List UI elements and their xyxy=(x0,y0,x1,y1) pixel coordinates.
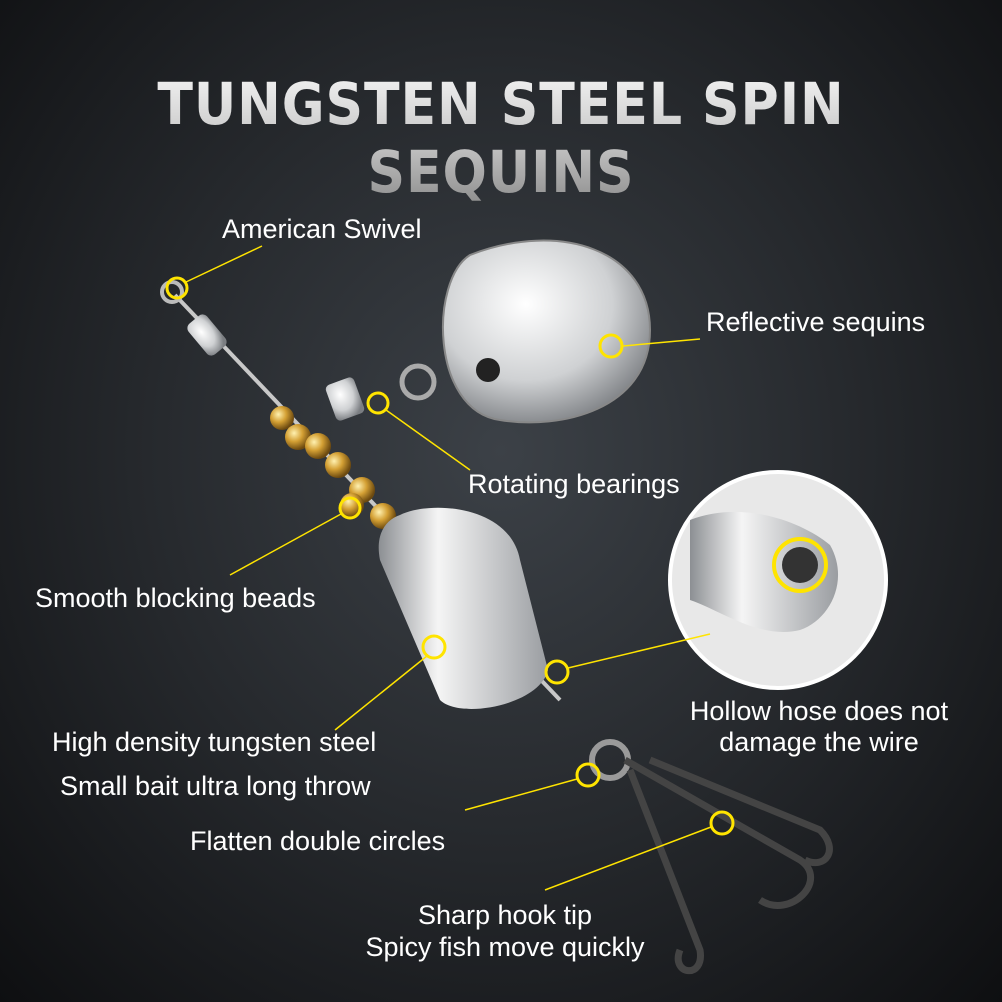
label-tungsten-line2: Small bait ultra long throw xyxy=(60,771,371,801)
bearing xyxy=(325,377,365,421)
label-hook-line2: Spicy fish move quickly xyxy=(365,932,645,962)
swivel-eye xyxy=(160,280,184,304)
label-hose-line2: damage the wire xyxy=(719,727,919,757)
label-hook-line1: Sharp hook tip xyxy=(417,900,593,930)
label-reflective-sequins: Reflective sequins xyxy=(706,307,926,337)
label-blocking-beads: Smooth blocking beads xyxy=(35,583,316,613)
page-title: TUNGSTEN STEEL SPIN SEQUINS xyxy=(50,70,952,206)
tungsten-body xyxy=(378,507,548,709)
label-american-swivel: American Swivel xyxy=(222,214,422,244)
beads xyxy=(270,406,396,529)
label-tungsten-line1: High density tungsten steel xyxy=(52,727,377,757)
label-hose-line1: Hollow hose does not xyxy=(689,696,949,726)
split-ring xyxy=(399,363,437,401)
treble-hook xyxy=(623,756,833,975)
label-double-circles: Flatten double circles xyxy=(190,826,446,856)
spinner-blade xyxy=(441,239,652,424)
label-rotating-bearings: Rotating bearings xyxy=(468,469,680,499)
swivel-barrel xyxy=(187,314,227,356)
callouts xyxy=(165,245,735,891)
